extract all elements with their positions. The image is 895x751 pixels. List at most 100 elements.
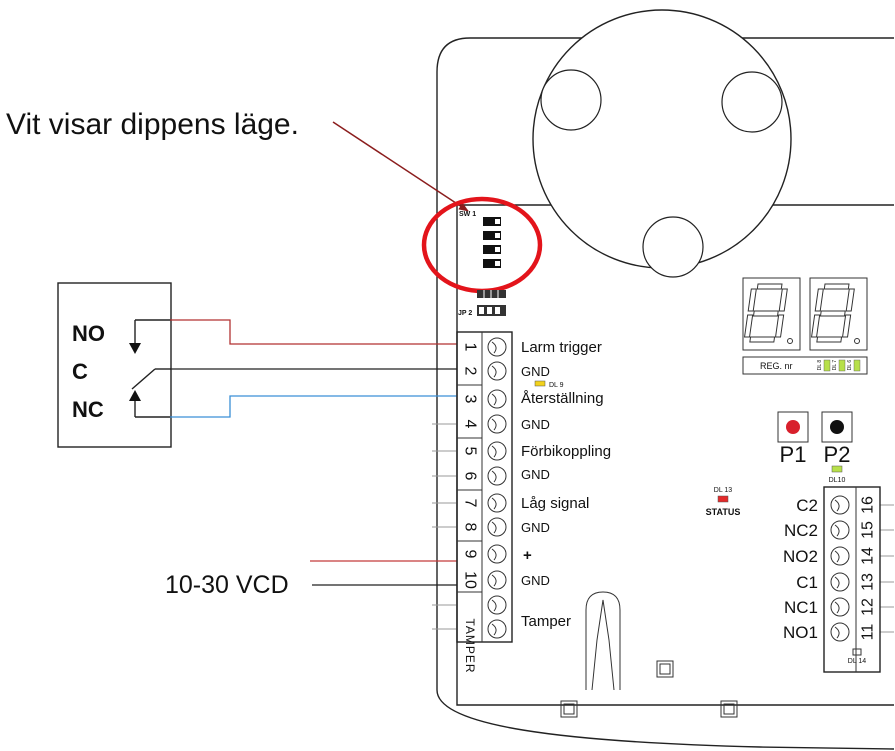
label-no1: NO1 — [783, 623, 818, 642]
button-p2 — [830, 420, 844, 434]
led-dl9-label: DL 9 — [549, 382, 564, 389]
terminal-screw — [830, 622, 850, 642]
terminal-number-7: 7 — [462, 499, 479, 508]
led-dl13-label: DL 13 — [714, 487, 733, 494]
right-pin-stubs — [880, 504, 894, 633]
label-aterstallning: Återställning — [521, 390, 604, 407]
led-dl8-label: DL 8 — [817, 360, 823, 371]
reg-leds: DL 8 DL 7 DL 6 — [817, 359, 861, 372]
terminal-number-14: 14 — [860, 547, 877, 565]
led-dl14 — [852, 648, 862, 656]
mounting-pad — [560, 700, 578, 718]
led-dl8 — [823, 359, 831, 372]
terminal-number-5: 5 — [462, 447, 479, 456]
led-dl6 — [853, 359, 861, 372]
terminal-screw — [487, 466, 507, 486]
terminal-number-12: 12 — [860, 598, 877, 616]
label-nc2: NC2 — [784, 521, 818, 540]
reg-nr-box — [742, 356, 868, 375]
dip-switch-1 — [483, 217, 501, 226]
terminal-screw — [830, 572, 850, 592]
terminal-screw — [487, 619, 507, 639]
left-pin-stubs — [432, 423, 457, 630]
dip-switch-3-position — [495, 247, 500, 252]
label-c2: C2 — [796, 496, 818, 515]
terminal-screw — [830, 495, 850, 515]
status-label: STATUS — [706, 507, 741, 517]
terminal-number-11: 11 — [860, 624, 877, 641]
terminal-tamper-label: TAMPER — [463, 618, 477, 673]
button-p1-label: P1 — [780, 442, 807, 467]
cover-hole-bottom — [642, 216, 704, 278]
terminal-screw — [487, 414, 507, 434]
terminal-number-15: 15 — [860, 521, 877, 539]
right-terminal-numbers: 16 15 14 13 12 11 — [860, 496, 877, 640]
label-forbikoppling: Förbikoppling — [521, 443, 611, 460]
right-terminal-screws — [830, 495, 850, 642]
terminal-screw — [487, 517, 507, 537]
led-dl7-label: DL 7 — [832, 360, 838, 371]
led-status — [717, 495, 729, 503]
terminal-screw — [487, 595, 507, 615]
left-terminal-block — [456, 331, 513, 643]
terminal-number-2: 2 — [462, 367, 479, 376]
relay-contact-symbol — [129, 319, 171, 418]
terminal-number-9: 9 — [462, 550, 479, 559]
dip-switch-sw1 — [483, 217, 501, 268]
button-p2-label: P2 — [824, 442, 851, 467]
terminal-screw — [830, 520, 850, 540]
terminal-screw — [487, 544, 507, 564]
terminal-screw — [487, 337, 507, 357]
sw1-label: SW 1 — [459, 211, 476, 218]
wire-nc — [170, 395, 457, 418]
mounting-pad — [720, 700, 738, 718]
jumper-jp2 — [477, 290, 506, 316]
label-c1: C1 — [796, 573, 818, 592]
right-terminal-labels: C2 NC2 NO2 C1 NC1 NO1 — [783, 496, 818, 642]
mounting-pad — [656, 660, 674, 678]
terminal-screw — [830, 597, 850, 617]
terminal-number-3: 3 — [462, 395, 479, 404]
label-no2: NO2 — [783, 547, 818, 566]
button-p2-housing — [821, 411, 853, 443]
terminal-number-6: 6 — [462, 472, 479, 481]
terminal-number-8: 8 — [462, 523, 479, 532]
terminal-number-10: 10 — [462, 571, 479, 589]
supply-label: 10-30 VCD — [165, 571, 289, 599]
right-terminal-block — [823, 486, 881, 673]
reg-nr-label: REG. nr — [760, 361, 793, 371]
label-plus: + — [523, 547, 532, 564]
terminal-screw — [487, 441, 507, 461]
seven-segment-display-left — [742, 277, 801, 351]
label-tamper: Tamper — [521, 613, 571, 630]
terminal-number-16: 16 — [860, 496, 877, 514]
dip-switch-2 — [483, 231, 501, 240]
label-gnd: GND — [521, 417, 550, 432]
led-dl10-label: DL10 — [829, 477, 846, 484]
terminal-screw — [487, 361, 507, 381]
terminal-screw — [487, 389, 507, 409]
dip-switch-1-position — [495, 219, 500, 224]
relay-nc-label: NC — [72, 397, 104, 422]
dip-switch-3 — [483, 245, 501, 254]
label-gnd: GND — [521, 364, 550, 379]
label-gnd: GND — [521, 573, 550, 588]
cover-hole-left — [540, 69, 602, 131]
terminal-number-4: 4 — [462, 420, 479, 429]
terminal-number-1: 1 — [462, 343, 479, 352]
led-dl7 — [838, 359, 846, 372]
terminal-screw — [487, 493, 507, 513]
enclosure-outline — [436, 37, 895, 750]
label-larm-trigger: Larm trigger — [521, 339, 602, 356]
wire-no — [170, 319, 457, 345]
terminal-screw — [830, 546, 850, 566]
annotation-text: Vit visar dippens läge. — [6, 108, 299, 141]
cover-hole-right — [721, 71, 783, 133]
left-terminal-numbers: 1 2 3 4 5 6 7 8 9 10 TAMPER — [462, 343, 479, 674]
led-dl14-label: DL 14 — [848, 658, 867, 665]
button-p1-housing — [777, 411, 809, 443]
terminal-number-13: 13 — [860, 573, 877, 591]
seven-segment-display-right — [809, 277, 868, 351]
label-lag-signal: Låg signal — [521, 495, 589, 512]
